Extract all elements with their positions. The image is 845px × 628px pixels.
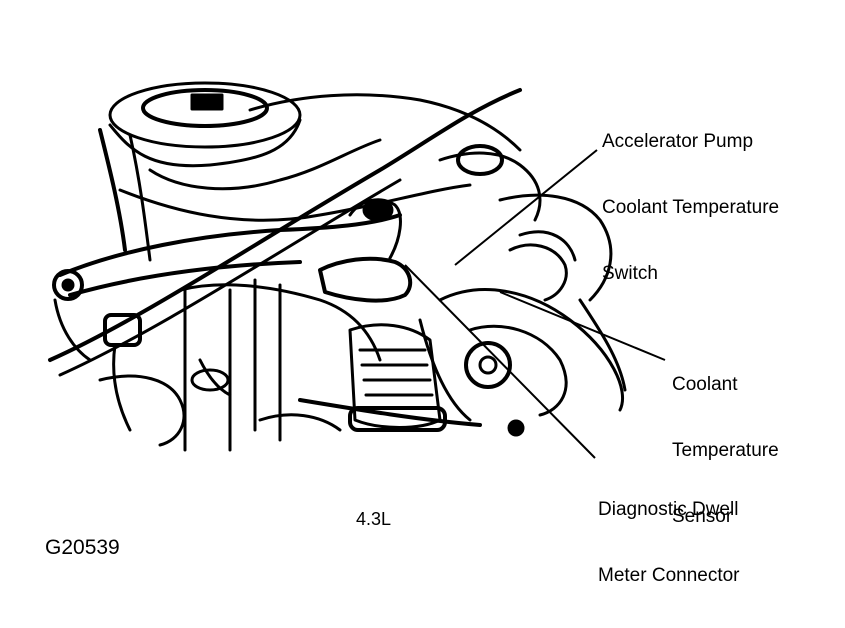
label-line: Switch [602, 263, 658, 284]
figure-id: G20539 [45, 536, 120, 559]
label-line: Accelerator Pump [602, 131, 754, 152]
engine-illustration [48, 81, 627, 452]
leader-lines [404, 149, 666, 459]
label-line: Coolant Temperature [602, 197, 780, 218]
leader-dwell-connector [404, 264, 596, 459]
label-line: Temperature [672, 440, 779, 461]
label-line: Sensor [672, 506, 733, 527]
label-diagnostic-dwell-connector: Diagnostic Dwell Meter Connector [598, 455, 740, 609]
leader-accelerator-switch [454, 149, 598, 266]
label-accelerator-pump-switch: Accelerator Pump Coolant Temperature Swi… [602, 87, 779, 307]
label-line: Meter Connector [598, 565, 740, 586]
label-coolant-temperature-sensor: Coolant Temperature Sensor [672, 330, 779, 550]
label-line: Diagnostic Dwell [598, 499, 739, 520]
engine-size-label: 4.3L [356, 509, 392, 529]
label-line: Coolant [672, 374, 738, 395]
leader-coolant-sensor [499, 291, 666, 361]
